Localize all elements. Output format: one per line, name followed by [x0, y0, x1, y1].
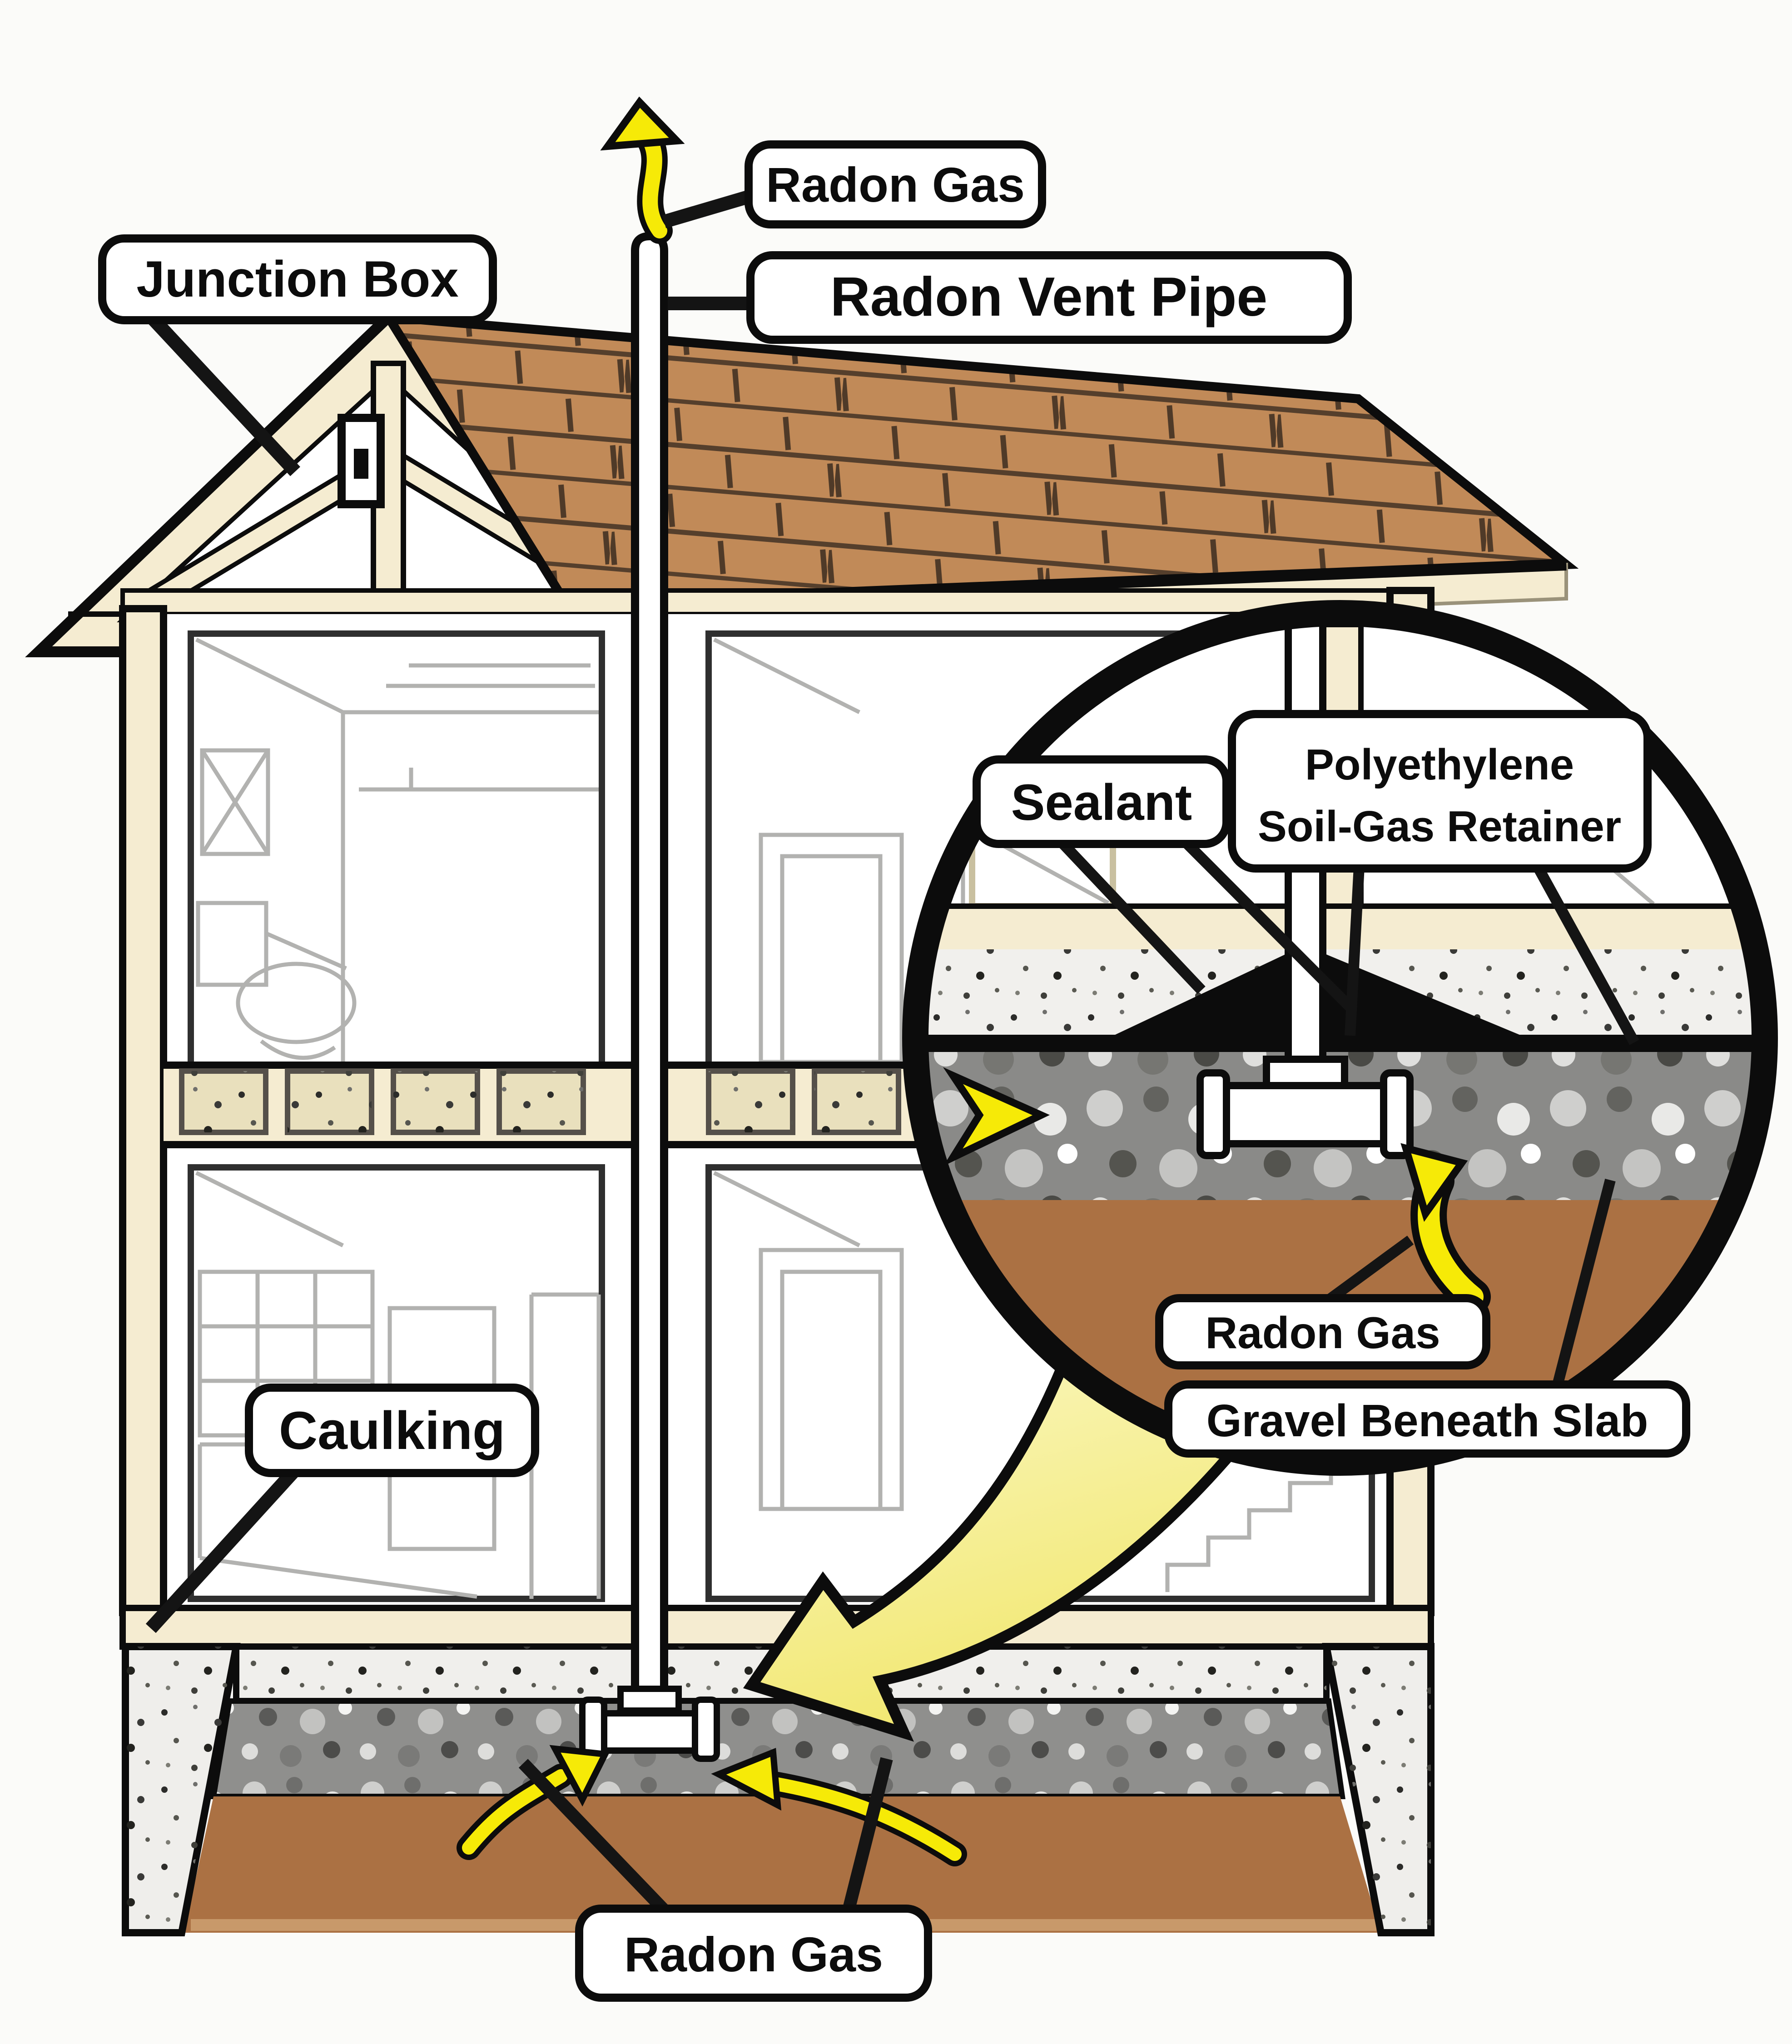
detail-sealant [1115, 953, 1519, 1035]
radon-gas-inset-pointer [1325, 1235, 1414, 1305]
label-radon-gas-bottom-text: Radon Gas [624, 1927, 883, 1982]
bathroom-lineart [195, 637, 599, 1062]
gable-truss [129, 361, 647, 623]
label-radon-gas-top: Radon Gas [745, 140, 1046, 228]
label-radon-gas-inset: Radon Gas [1155, 1294, 1490, 1369]
foundation-wall-right [1322, 1643, 1435, 1936]
detail-arrow-right [1400, 1143, 1491, 1315]
sealant-pointer-1 [1057, 837, 1206, 994]
sealant-pointer-2 [1181, 837, 1358, 1015]
gravel-layer [210, 1698, 1345, 1799]
label-caulking-text: Caulking [279, 1401, 505, 1461]
label-radon-vent-pipe: Radon Vent Pipe [746, 251, 1352, 344]
radon-arrow-top [600, 96, 685, 244]
label-poly-line2-text: Soil-Gas Retainer [1258, 802, 1621, 851]
detail-poly-retainer-layer [928, 1035, 1752, 1052]
caulking-pointer [145, 1466, 300, 1633]
label-sealant: Sealant [973, 755, 1231, 848]
labels: Junction Box Radon Gas Radon Vent Pipe S… [98, 140, 1690, 2002]
poly-retainer-pointer-2 [1533, 864, 1639, 1045]
label-gravel-text: Gravel Beneath Slab [1206, 1395, 1648, 1446]
label-radon-gas-bottom: Radon Gas [575, 1905, 932, 2002]
label-junction-box-text: Junction Box [136, 251, 458, 308]
radon-arrow-bottom-right [711, 1747, 967, 1866]
pointer-lines [145, 189, 1639, 1915]
detail-tee [1212, 1082, 1398, 1147]
callout-arrow [743, 1346, 1263, 1742]
label-caulking: Caulking [245, 1384, 539, 1477]
foundation-wall-left [122, 1643, 241, 1936]
junction-box-slot [354, 449, 368, 479]
label-radon-vent-pipe-text: Radon Vent Pipe [830, 266, 1268, 327]
wall-top-plate [120, 588, 1433, 616]
label-sealant-text: Sealant [1011, 774, 1192, 831]
gravel-pointer [1552, 1179, 1616, 1388]
detail-arrow-left [943, 1067, 1050, 1166]
label-poly-line1-text: Polyethylene [1305, 740, 1574, 789]
detail-circle-ring [902, 600, 1778, 1476]
label-poly-retainer: Polyethylene Soil-Gas Retainer [1228, 710, 1652, 873]
junction-box-pointer [147, 313, 300, 476]
wall-left [119, 605, 167, 1616]
radon-gas-bottom-pointer-1 [518, 1759, 669, 1915]
detail-floor-trim [928, 906, 1752, 949]
label-junction-box: Junction Box [98, 234, 497, 324]
pipe-tee [579, 1686, 720, 1762]
detail-pipe [1196, 625, 1414, 1159]
radon-gas-top-pointer [662, 189, 753, 228]
junction-box [338, 414, 385, 508]
poly-retainer-pointer-1 [1345, 866, 1365, 1036]
label-gravel-beneath-slab: Gravel Beneath Slab [1164, 1380, 1690, 1458]
radon-gas-bottom-pointer-2 [842, 1757, 893, 1912]
label-radon-gas-top-text: Radon Gas [766, 157, 1025, 212]
label-radon-gas-inset-text: Radon Gas [1205, 1308, 1440, 1358]
roof-shingles [380, 312, 1579, 609]
